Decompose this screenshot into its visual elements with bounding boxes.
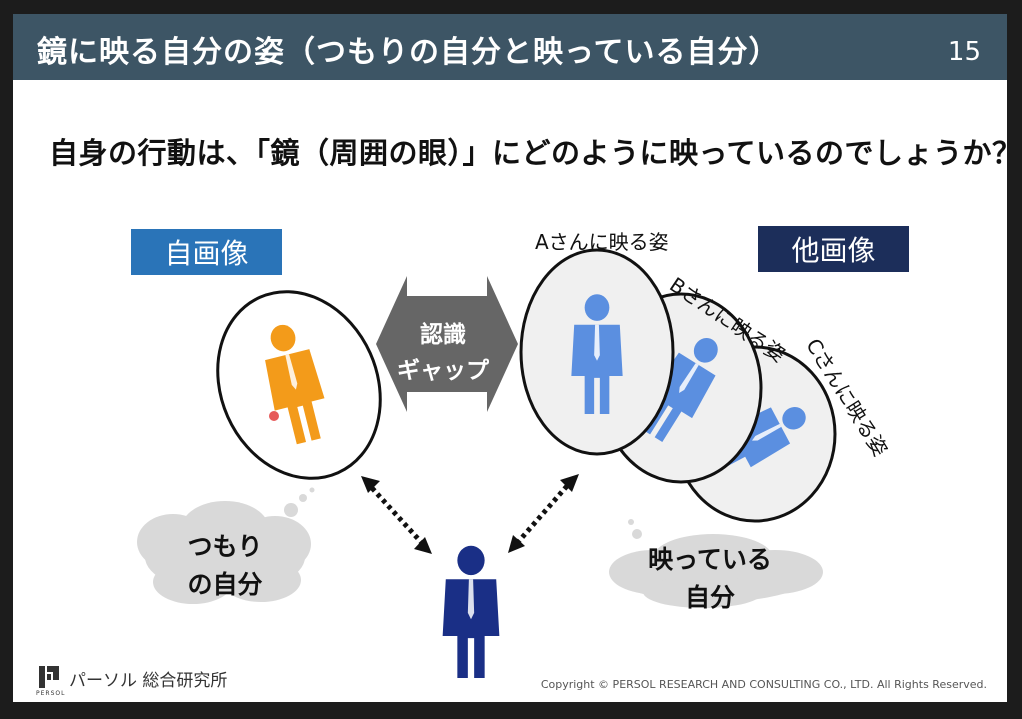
slide: 鏡に映る自分の姿（つもりの自分と映っている自分） 15 自身の行動は、「鏡（周囲… [13,14,1007,702]
gap-label-line1: 認識 [420,322,466,348]
dotted-arrow-right-icon [508,474,579,553]
intended-self-text: つもり の自分 [161,528,289,604]
reflected-self-line1: 映っている [648,545,772,574]
center-figure-icon [442,545,500,678]
intended-self-line2: の自分 [187,570,263,599]
person-a-label: Aさんに映る姿 [535,230,669,254]
logo-small-text: PERSOL [36,690,66,697]
persol-logo-icon [39,666,59,688]
copyright-text: Copyright © PERSOL RESEARCH AND CONSULTI… [540,678,987,691]
reflected-self-line2: 自分 [684,583,735,612]
company-name: パーソル 総合研究所 [69,671,228,691]
question-text: 自身の行動は、「鏡（周囲の眼）」にどのように映っているのでしょうか？ [49,136,1007,170]
cursor-dot-icon [269,411,279,421]
dotted-arrow-left-icon [361,476,432,554]
other-image-label: 他画像 [758,226,909,272]
gap-label-line2: ギャップ [397,358,489,384]
intended-self-line1: つもり [187,532,263,561]
title-bar: 鏡に映る自分の姿（つもりの自分と映っている自分） 15 [13,14,1007,80]
page-number: 15 [947,37,981,67]
diagram [137,248,837,678]
gap-label: 認識 ギャップ [391,317,495,389]
thought-cloud-right-icon [609,519,823,608]
slide-title: 鏡に映る自分の姿（つもりの自分と映っている自分） [37,35,780,70]
reflected-self-text: 映っている 自分 [635,541,785,617]
self-image-label: 自画像 [131,229,282,275]
thought-cloud-left-icon [137,487,315,604]
gap-double-arrow-icon [376,276,518,412]
